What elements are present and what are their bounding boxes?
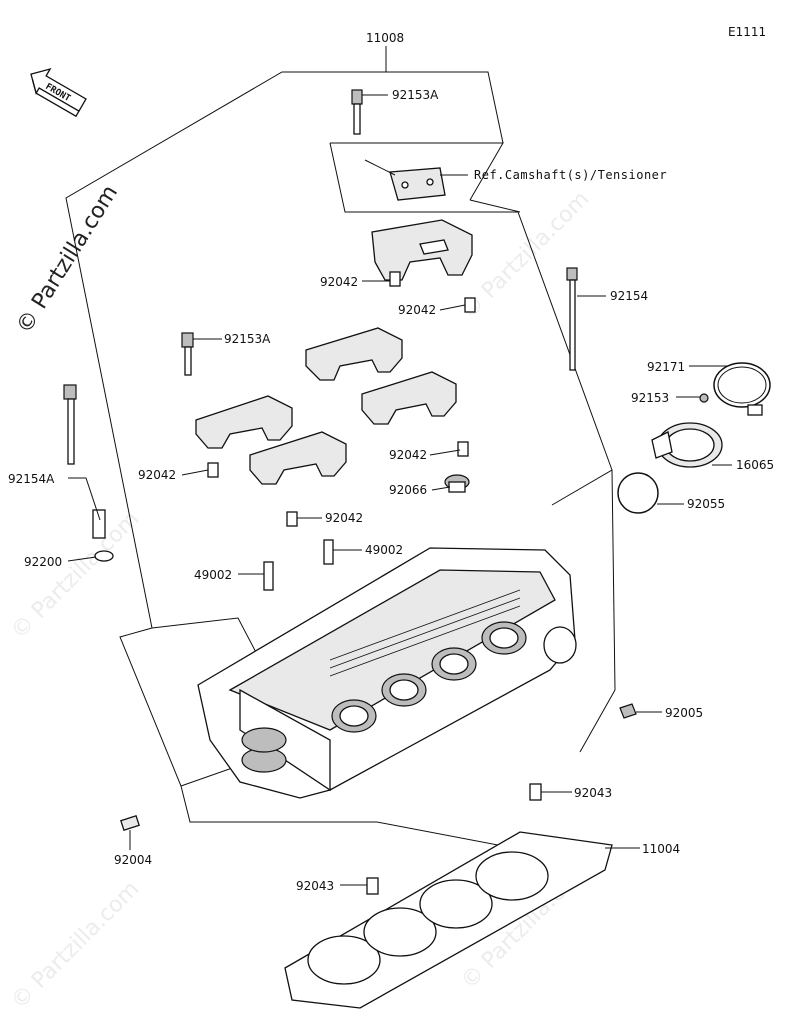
- plug-92066: [444, 474, 470, 493]
- label-16065: 16065: [736, 458, 774, 472]
- head-fins: [329, 589, 521, 677]
- label-92042-c: 92042: [138, 468, 176, 482]
- bolt-92153a-left: [181, 332, 194, 376]
- label-92005: 92005: [665, 706, 703, 720]
- cam-cap-top: [351, 89, 476, 313]
- label-92043-b: 92043: [296, 879, 334, 893]
- front-arrow-icon: FRONT: [30, 67, 87, 118]
- watermark-text: © Partzilla.com: [7, 877, 145, 1015]
- label-92042-a: 92042: [320, 275, 358, 289]
- label-92043-a: 92043: [574, 786, 612, 800]
- label-11004: 11004: [642, 842, 680, 856]
- label-92153: 92153: [631, 391, 669, 405]
- label-11008: 11008: [366, 31, 404, 45]
- part-labels: 11008 92153A Ref.Camshaft(s)/Tensioner 9…: [8, 31, 774, 893]
- valve-guides: [263, 539, 334, 591]
- fitting-92005: [619, 703, 637, 719]
- label-92154: 92154: [610, 289, 648, 303]
- camshaft-tensioner-bracket: [364, 159, 468, 201]
- bolt-92154: [566, 267, 578, 371]
- stud-92004: [120, 814, 140, 832]
- intake-ports: [331, 621, 527, 733]
- cylinder-head: [197, 547, 577, 799]
- label-49002-a: 49002: [365, 543, 403, 557]
- label-ref-camshaft: Ref.Camshaft(s)/Tensioner: [474, 168, 667, 182]
- label-92042-e: 92042: [325, 511, 363, 525]
- bolt-92154a: [63, 384, 114, 562]
- label-92200: 92200: [24, 555, 62, 569]
- label-92042-b: 92042: [398, 303, 436, 317]
- head-gasket: [284, 831, 613, 1009]
- assembly-outline: [65, 46, 616, 851]
- label-92171: 92171: [647, 360, 685, 374]
- label-92153a-top: 92153A: [392, 88, 439, 102]
- label-92055: 92055: [687, 497, 725, 511]
- intake-joint: [617, 362, 771, 514]
- leaders: [67, 94, 732, 886]
- label-92042-d: 92042: [389, 448, 427, 462]
- label-92153a-left: 92153A: [224, 332, 271, 346]
- diagram-code: E1111: [728, 25, 766, 39]
- label-92154a: 92154A: [8, 472, 55, 486]
- dowels: [207, 441, 542, 895]
- cam-caps: [195, 327, 457, 485]
- label-92066: 92066: [389, 483, 427, 497]
- label-92004: 92004: [114, 853, 152, 867]
- watermark-text: © Partzilla.com: [7, 507, 145, 645]
- label-49002-b: 49002: [194, 568, 232, 582]
